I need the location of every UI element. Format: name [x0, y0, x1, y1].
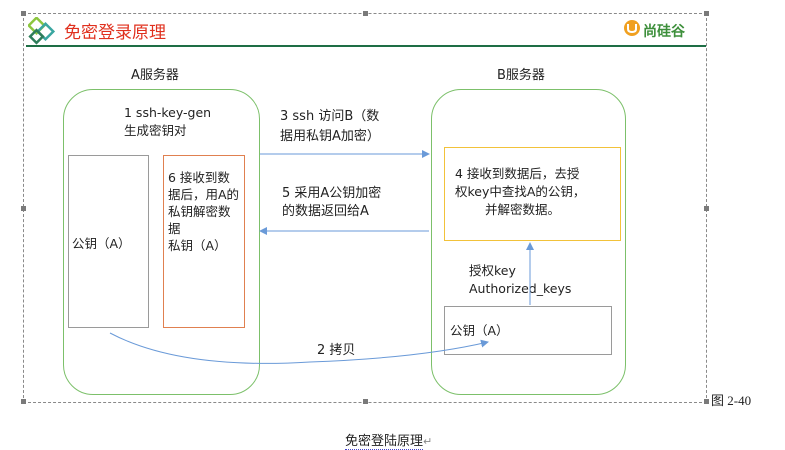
figure-caption: 免密登陆原理↵: [345, 430, 433, 450]
server-b-label: B服务器: [497, 68, 545, 83]
private-key-box: [163, 155, 245, 328]
figure-label: 图 2-40: [711, 393, 752, 408]
public-key-b-box: [444, 306, 612, 355]
step1-text: 1 ssh-key-gen 生成密钥对: [124, 105, 212, 138]
server-a-label: A服务器: [131, 68, 179, 83]
step5-text: 5 采用A公钥加密 的数据返回给A: [282, 186, 382, 219]
step4-text: 4 接收到数据后，去授 权key中查找A的公钥， 并解密数据。: [455, 166, 586, 217]
brand-logo-icon: [624, 20, 640, 36]
resize-handle[interactable]: [704, 399, 709, 404]
slide-title: 免密登录原理: [64, 23, 166, 43]
public-key-a-box: [68, 155, 149, 328]
authorized-keys-label: 授权key Authorized_keys: [469, 263, 572, 296]
server-b: [431, 89, 626, 395]
resize-handle[interactable]: [363, 399, 368, 404]
slide-logo-icon: [28, 17, 56, 45]
header-divider: [26, 45, 706, 47]
server-a: [63, 89, 260, 395]
public-key-a-label: 公钥（A）: [72, 236, 131, 251]
step2-text: 2 拷贝: [317, 343, 356, 358]
paragraph-mark-icon: ↵: [423, 435, 433, 448]
step3-text: 3 ssh 访问B（数 据用私钥A加密）: [280, 109, 380, 144]
resize-handle[interactable]: [704, 206, 709, 211]
caption-text: 免密登陆原理: [345, 434, 424, 450]
brand-name: 尚硅谷: [643, 24, 685, 40]
resize-handle[interactable]: [21, 206, 26, 211]
step6-text: 6 接收到数 据后，用A的 私钥解密数 据 私钥（A）: [168, 170, 240, 253]
lookup-box: [444, 147, 621, 241]
arrow-step2-copy: [109, 332, 489, 364]
public-key-b-label: 公钥（A）: [450, 323, 509, 338]
resize-handle[interactable]: [21, 399, 26, 404]
resize-handle[interactable]: [21, 11, 26, 16]
resize-handle[interactable]: [704, 11, 709, 16]
resize-handle[interactable]: [363, 11, 368, 16]
